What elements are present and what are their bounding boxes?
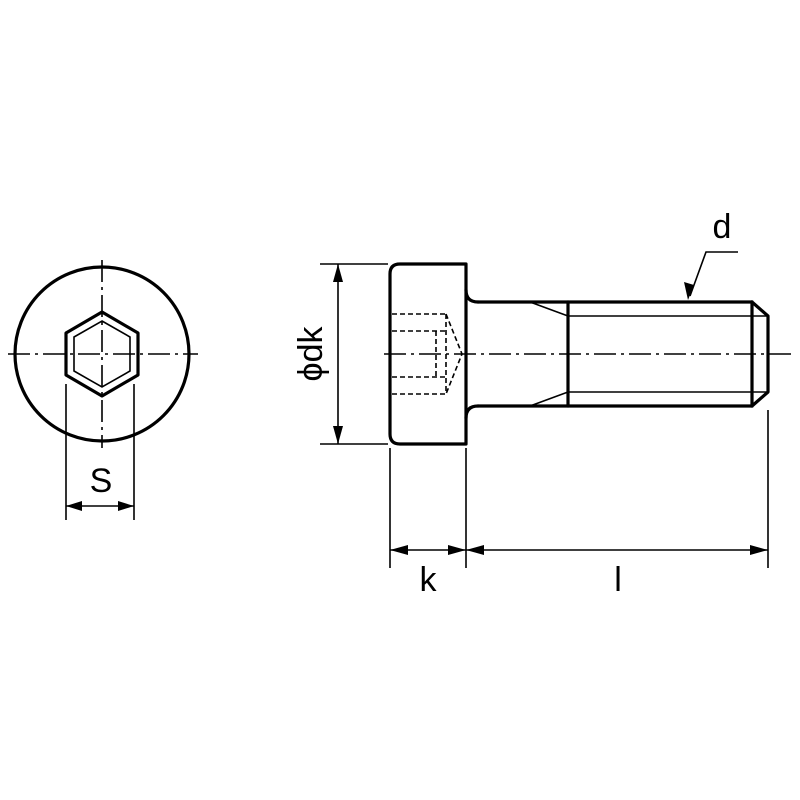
side-view [384, 262, 795, 446]
thread-chamfer-end [750, 300, 770, 408]
l-arrow-left [466, 545, 484, 555]
thread-diameter-leader: d [684, 208, 738, 300]
d-leader-arrow [684, 282, 694, 300]
length-dimensions: k l [389, 410, 769, 599]
s-arrow-right [118, 501, 134, 511]
l-label: l [614, 561, 622, 599]
socket-size-dimension: S [65, 384, 135, 520]
dk-arrow-top [333, 264, 343, 282]
head-diameter-dimension: ϕdk [292, 263, 388, 445]
end-view [8, 260, 198, 448]
k-arrow-left [390, 545, 408, 555]
k-label: k [420, 561, 438, 599]
s-arrow-left [66, 501, 82, 511]
k-arrow-right [448, 545, 466, 555]
d-leader-line [689, 251, 738, 297]
s-label: S [90, 462, 113, 500]
thread-runout-taper-top [529, 301, 569, 317]
d-label: d [713, 208, 732, 246]
hex-socket-outer [64, 310, 140, 398]
head-outline [388, 262, 468, 446]
head-fillet-top [464, 288, 480, 304]
dk-label: ϕdk [292, 326, 330, 382]
l-arrow-right [750, 545, 768, 555]
dk-arrow-bottom [333, 426, 343, 444]
thread-runout-taper-bottom [529, 391, 569, 407]
head-fillet-bottom [464, 404, 480, 420]
